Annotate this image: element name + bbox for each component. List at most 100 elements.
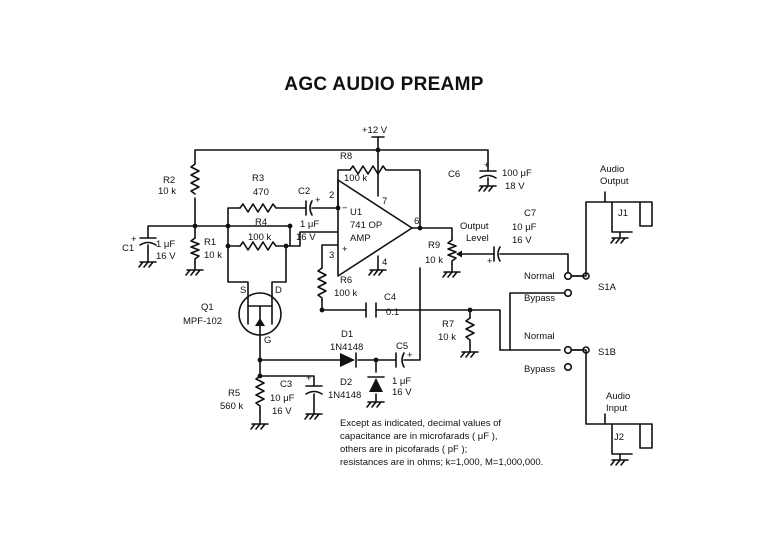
j1-label-audio: Audio (600, 164, 624, 175)
note-line-3: others are in picofarads ( pF ); (340, 444, 467, 455)
supply-label: +12 V (362, 125, 388, 138)
d1-part: 1N4148 (330, 342, 363, 353)
c1-voltage: 16 V (156, 251, 176, 262)
diode-d1: D1 1N4148 (330, 329, 363, 368)
note-line-2: capacitance are in microfarads ( μF ), (340, 431, 498, 442)
s1b-bypass-label: Bypass (524, 364, 555, 375)
switch-s1a: Normal Bypass S1A (524, 271, 617, 304)
c2-plus: + (315, 195, 321, 206)
d1-ref: D1 (341, 329, 353, 340)
j2-ref: J2 (614, 432, 624, 443)
c2-ref: C2 (298, 186, 310, 197)
r2-value: 10 k (158, 186, 176, 197)
c3-plus: + (306, 373, 312, 384)
r5-ref: R5 (228, 388, 240, 399)
bypass-link-wire (509, 292, 566, 351)
d2-part: 1N4148 (328, 390, 361, 401)
c6-plus: + (484, 160, 490, 171)
j2-label-input: Input (606, 403, 627, 414)
resistor-r6: R6 100 k (317, 267, 357, 301)
r1-value: 10 k (204, 250, 222, 261)
junction-dots (192, 147, 473, 379)
jfet-q1: S D G Q1 MPF-102 (183, 285, 282, 346)
note-line-4: resistances are in ohms; k=1,000, M=1,00… (340, 457, 543, 468)
s1b-normal-label: Normal (524, 331, 555, 342)
c2-value: 1 μF (300, 219, 319, 230)
c4-ref: C4 (384, 292, 396, 303)
jack-j1: Audio Output J1 (600, 164, 653, 233)
c5-plus: + (407, 350, 413, 361)
op-amp-pin-3: 3 (329, 250, 334, 261)
r6-value: 100 k (334, 288, 357, 299)
note-line-1: Except as indicated, decimal values of (340, 418, 501, 429)
c1-plus: + (131, 234, 137, 245)
c6-ref: C6 (448, 169, 460, 180)
c7-voltage: 16 V (512, 235, 532, 246)
op-amp-line1: 741 OP (350, 220, 382, 231)
resistor-r4: R4 100 k (239, 217, 287, 251)
op-amp-line2: AMP (350, 233, 371, 244)
r8-ref: R8 (340, 151, 352, 162)
s1b-ref: S1B (598, 347, 616, 358)
component-notes: Except as indicated, decimal values of c… (340, 418, 543, 468)
j1-ref: J1 (618, 208, 628, 219)
r9-ref: R9 (428, 240, 440, 251)
op-amp-u1: 2 3 4 6 7 − + U1 741 OP AMP (329, 179, 419, 277)
fet-source-label: S (240, 285, 246, 296)
capacitor-c6: C6 + 100 μF 18 V (448, 160, 532, 192)
r2-ref: R2 (163, 175, 175, 186)
c5-value: 1 μF (392, 376, 411, 387)
capacitor-c2: C2 + 1 μF 16 V (296, 186, 321, 243)
r6-ref: R6 (340, 275, 352, 286)
c3-voltage: 16 V (272, 406, 292, 417)
r1-ref: R1 (204, 237, 216, 248)
j1-label-output: Output (600, 176, 629, 187)
resistor-r5: R5 560 k (220, 375, 265, 413)
switch-s1b: Normal Bypass S1B (524, 331, 616, 375)
r4-value: 100 k (248, 232, 271, 243)
fet-ref: Q1 (201, 302, 214, 313)
c3-ref: C3 (280, 379, 292, 390)
capacitor-c5: C5 + 1 μF 16 V (392, 341, 413, 398)
op-amp-pin-4: 4 (382, 257, 387, 268)
c6-voltage: 18 V (505, 181, 525, 192)
c7-value: 10 μF (512, 222, 537, 233)
s1a-normal-label: Normal (524, 271, 555, 282)
c3-value: 10 μF (270, 393, 295, 404)
c6-value: 100 μF (502, 168, 532, 179)
capacitor-c7: C7 + 10 μF 16 V (487, 208, 537, 267)
c1-value: 1 μF (156, 239, 175, 250)
potentiometer-r9: R9 10 k Output Level (425, 221, 489, 266)
fet-drain-label: D (275, 285, 282, 296)
r9-label-output: Output (460, 221, 489, 232)
ground-symbols (138, 185, 629, 466)
op-amp-plus: + (342, 244, 348, 255)
r3-value: 470 (253, 187, 269, 198)
resistor-r2: R2 10 k (158, 163, 200, 197)
c7-ref: C7 (524, 208, 536, 219)
c1-ref: C1 (122, 243, 134, 254)
op-amp-minus: − (342, 203, 348, 214)
capacitor-c4: C4 0.1 (365, 292, 399, 318)
s1a-ref: S1A (598, 282, 617, 293)
r9-value: 10 k (425, 255, 443, 266)
resistor-r7: R7 10 k (438, 317, 475, 346)
c5-ref: C5 (396, 341, 408, 352)
c7-plus: + (487, 256, 493, 267)
capacitor-c1: C1 + 1 μF 16 V (122, 234, 176, 262)
r8-value: 100 k (344, 173, 367, 184)
page-title: AGC AUDIO PREAMP (284, 74, 484, 95)
r9-label-level: Level (466, 233, 489, 244)
s1a-bypass-label: Bypass (524, 293, 555, 304)
fet-part: MPF-102 (183, 316, 222, 327)
r3-ref: R3 (252, 173, 264, 184)
c2-voltage: 16 V (296, 232, 316, 243)
resistor-r1: R1 10 k (190, 237, 222, 263)
r5-value: 560 k (220, 401, 243, 412)
c4-value: 0.1 (386, 307, 399, 318)
jack-j2: Audio Input J2 (604, 391, 653, 455)
j2-label-audio: Audio (606, 391, 630, 402)
r7-ref: R7 (442, 319, 454, 330)
r4-ref: R4 (255, 217, 267, 228)
